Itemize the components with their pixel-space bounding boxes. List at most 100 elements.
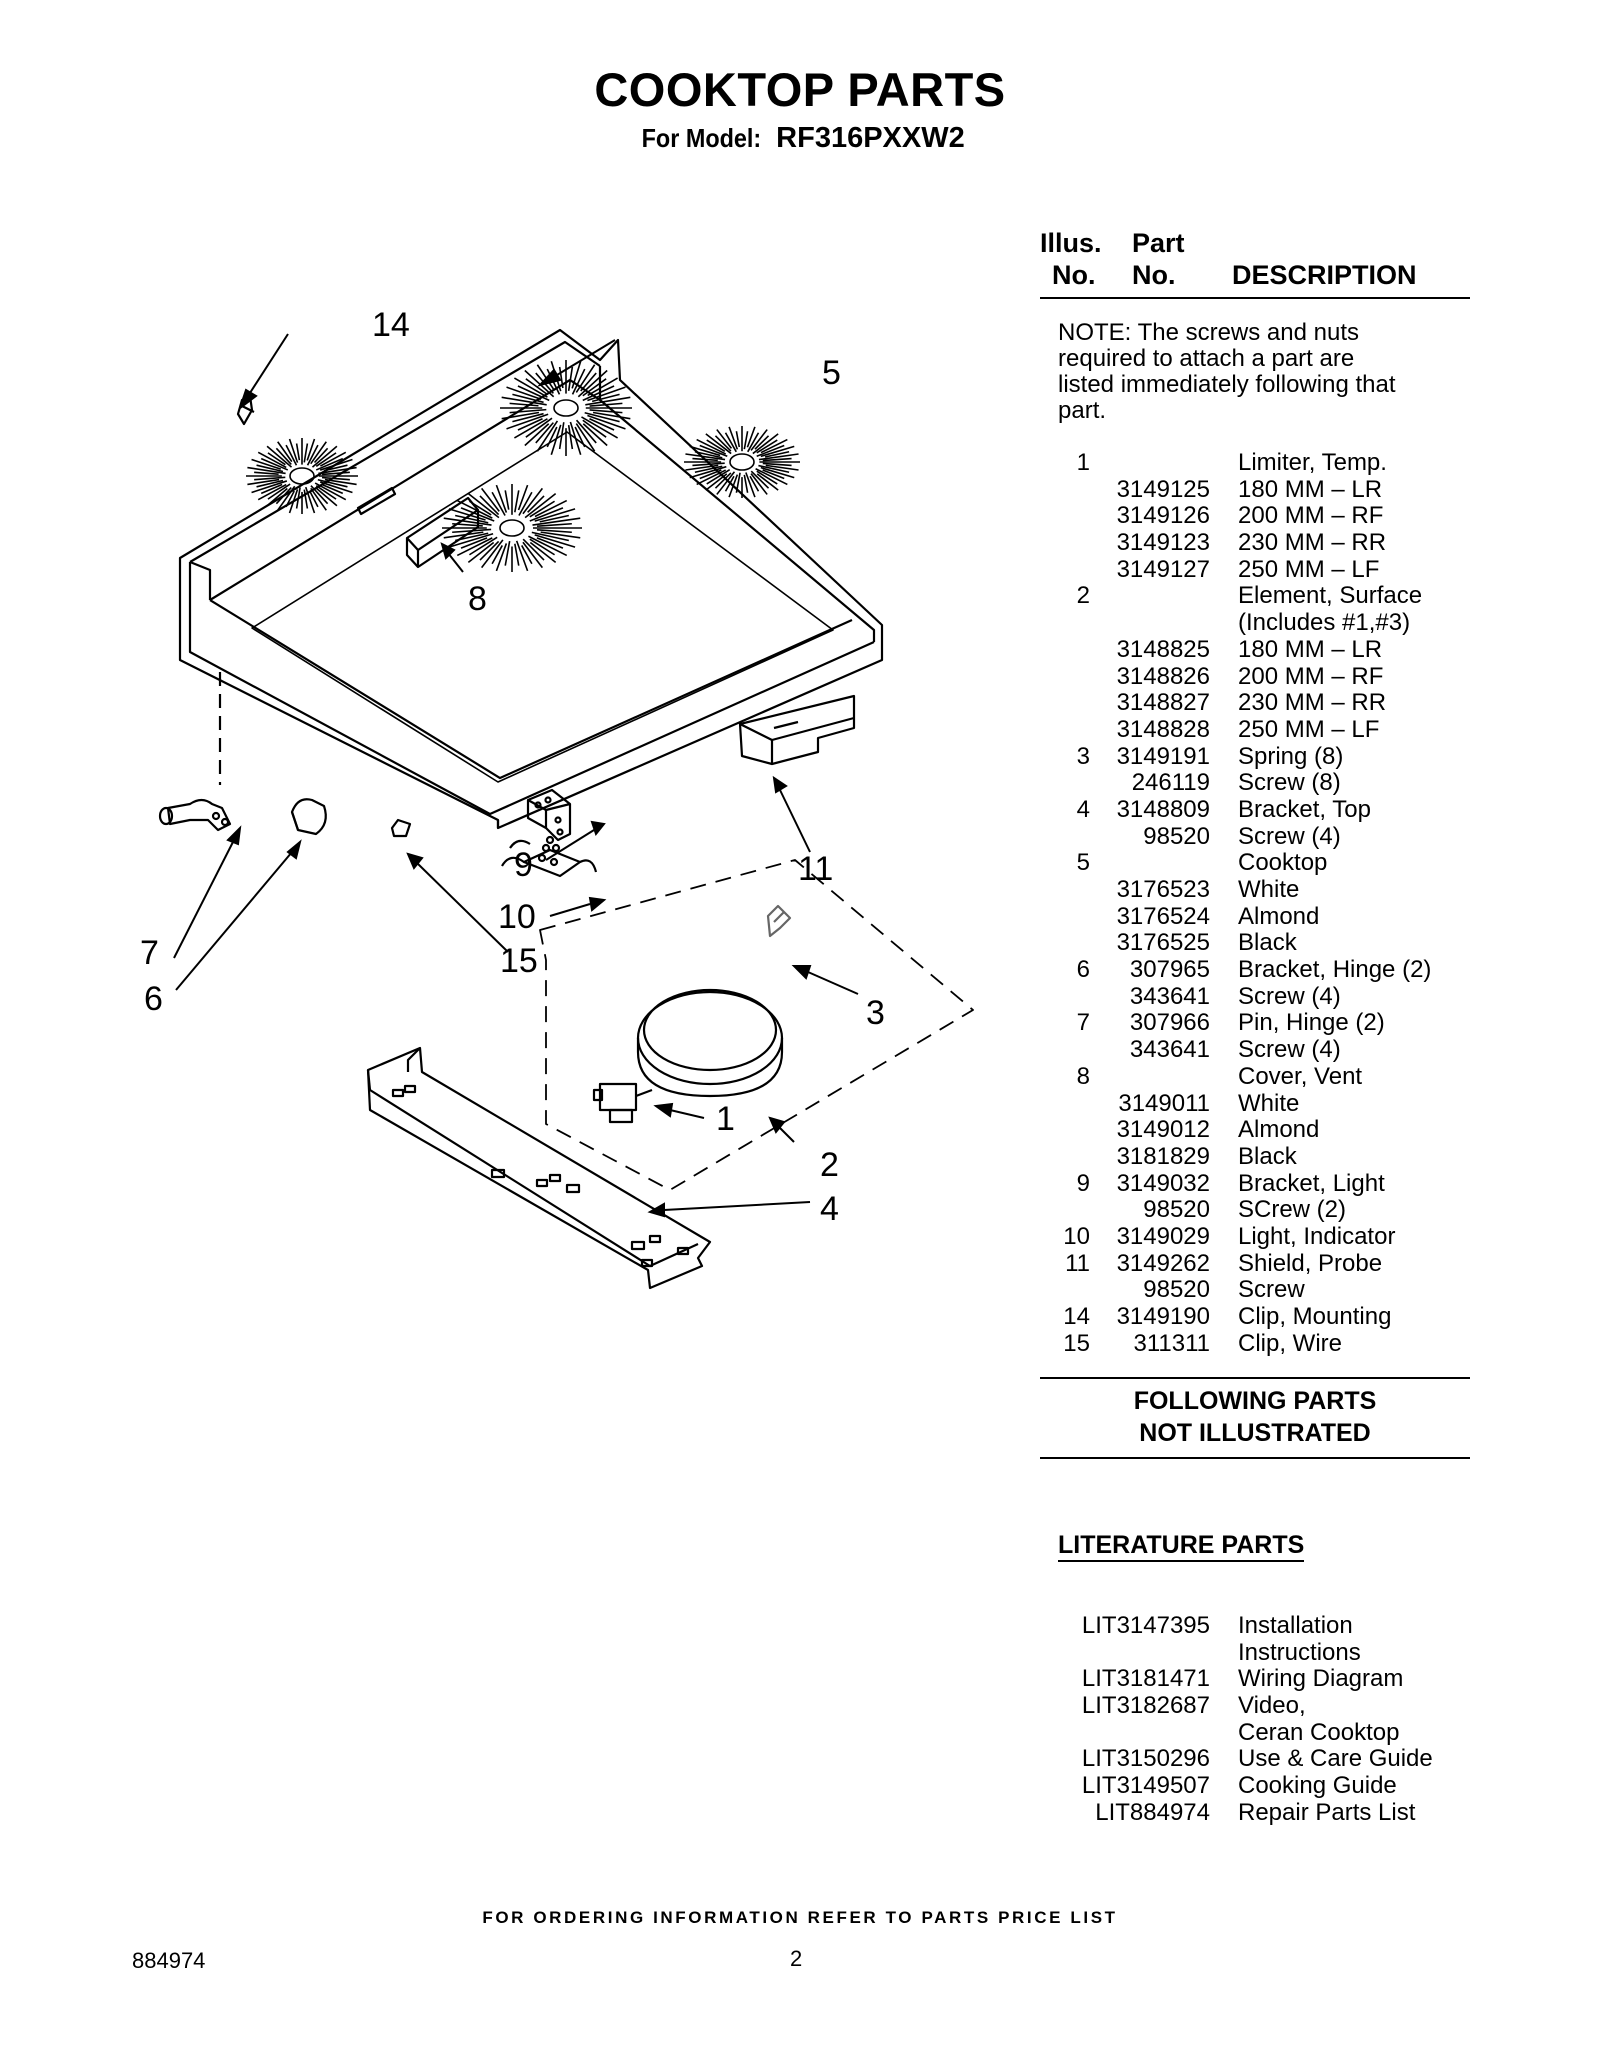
burner-ray — [295, 487, 301, 509]
literature-part-number: LIT3150296 — [1081, 1745, 1210, 1773]
part-description: 180 MM – LR — [1238, 635, 1383, 663]
part-illus-no: 8 — [1076, 1062, 1090, 1090]
burner-ray — [536, 522, 572, 528]
part-number: 3148809 — [1116, 795, 1210, 823]
spring — [766, 904, 792, 938]
part-description: White — [1238, 1089, 1300, 1117]
following-parts-banner: FOLLOWING PARTS NOT ILLUSTRATED — [1040, 1377, 1470, 1459]
part-description: Element, Surface — [1238, 582, 1423, 610]
burner-ray — [443, 517, 492, 526]
burner-ray — [750, 429, 768, 451]
part-description: Limiter, Temp. — [1238, 449, 1387, 476]
part-description: 250 MM – LF — [1238, 555, 1380, 583]
burner-ray — [575, 364, 596, 393]
burner-ray — [699, 444, 728, 457]
burner-ray — [257, 483, 287, 501]
burner-ray — [479, 495, 500, 516]
part-number: 3149012 — [1116, 1116, 1210, 1144]
burner-ray — [756, 439, 778, 454]
page-title: COOKTOP PARTS — [594, 63, 1006, 116]
following-line-2: NOT ILLUSTRATED — [1139, 1419, 1371, 1447]
burner-ray — [714, 472, 732, 489]
burner-ray — [443, 531, 484, 539]
surface-element — [636, 988, 784, 1098]
part-description: 230 MM – RR — [1238, 529, 1387, 557]
burner-ray — [254, 471, 279, 476]
burner-ray — [501, 396, 547, 406]
burner-ray — [311, 445, 338, 468]
burner-ray — [696, 469, 727, 486]
burner-ray — [254, 476, 286, 481]
burner-ray — [304, 486, 316, 514]
wire-clip — [390, 818, 412, 838]
header-illus-1: Illus. — [1040, 228, 1102, 258]
burner-ray — [528, 535, 568, 557]
burner-ray — [467, 492, 500, 519]
burner-ray — [288, 489, 299, 514]
burner-ray — [587, 414, 626, 430]
burner-ray — [247, 466, 286, 475]
burner-ray — [705, 473, 728, 491]
burner-ray — [285, 490, 295, 508]
burner-ray — [315, 452, 337, 467]
part-number: 3176523 — [1116, 876, 1210, 903]
burner-ray — [765, 464, 799, 471]
part-description: Almond — [1238, 1116, 1320, 1144]
part-description: Screw — [1238, 1276, 1305, 1304]
burner-ray — [509, 402, 539, 407]
burner-ray — [758, 464, 790, 474]
burner-ray — [303, 489, 309, 509]
burner-ray — [752, 433, 779, 455]
literature-description: Installation — [1238, 1612, 1353, 1639]
burner-ray — [539, 514, 569, 523]
part-description: Black — [1238, 1142, 1297, 1170]
burner-ray — [525, 417, 553, 438]
burner-ray — [506, 413, 549, 430]
burner-ray — [460, 537, 488, 549]
burner-ray — [313, 447, 329, 464]
following-line-1: FOLLOWING PARTS — [1133, 1387, 1377, 1415]
burner-ray — [504, 540, 511, 566]
callout-11: 11 — [798, 850, 833, 888]
literature-part-number: LIT3147395 — [1081, 1612, 1210, 1639]
burner-ray — [764, 450, 790, 458]
burner-ray — [480, 487, 500, 512]
burner-ray — [685, 453, 726, 461]
burner-ray — [546, 426, 558, 448]
burner-ray — [760, 445, 795, 458]
burner-ray — [288, 438, 299, 463]
part-number: 3181829 — [1116, 1142, 1210, 1170]
literature-part-number: LIT3181471 — [1081, 1665, 1210, 1693]
part-illus-no: 6 — [1076, 956, 1090, 984]
burner-ray — [749, 475, 760, 492]
part-description: 230 MM – RR — [1238, 689, 1387, 717]
part-description: Cooktop — [1238, 849, 1328, 877]
part-number: 3149125 — [1116, 475, 1210, 503]
part-row: (Includes #1,#3) — [1040, 610, 1470, 637]
part-illus-no: 15 — [1063, 1329, 1090, 1357]
part-number: 246119 — [1131, 769, 1210, 797]
part-description: 180 MM – LR — [1238, 475, 1383, 503]
burner-ray — [277, 485, 296, 511]
burner-ray — [317, 478, 348, 488]
part-illus-no: 10 — [1063, 1222, 1090, 1250]
part-number: 3148826 — [1116, 662, 1210, 690]
burner-ray — [260, 483, 283, 495]
callout-3: 3 — [866, 994, 885, 1032]
burner-ray — [321, 471, 350, 476]
literature-description: Use & Care Guide — [1238, 1745, 1433, 1773]
top-bracket — [366, 1046, 712, 1290]
burner-ray — [589, 409, 623, 414]
literature-title: LITERATURE PARTS — [1058, 1530, 1305, 1562]
literature-description: Cooking Guide — [1238, 1772, 1397, 1800]
burner-ray — [743, 431, 749, 450]
part-row: 3149012 Almond — [1040, 1117, 1470, 1144]
